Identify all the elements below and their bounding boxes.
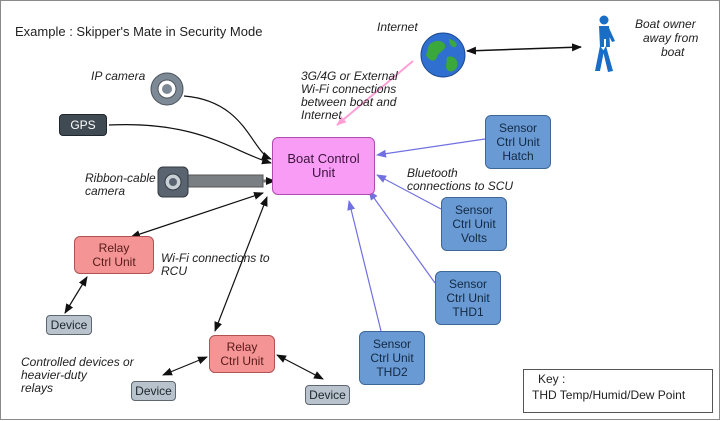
link-relay2-device2: [162, 356, 208, 376]
link-bcu-relay1: [130, 192, 264, 238]
sensor-thd1-line1: Sensor: [448, 277, 488, 291]
sensor-volts-line1: Sensor: [454, 203, 494, 217]
boat-owner-label-line3: boat: [661, 45, 685, 59]
globe-icon: [420, 32, 466, 78]
sensor-ctrl-unit-hatch: Sensor Ctrl Unit Hatch: [485, 115, 551, 169]
key-heading: Key :: [538, 372, 566, 386]
link-internet-bcu: [336, 60, 414, 126]
link-gps-bcu: [108, 124, 272, 165]
bcu-label-line1: Boat Control: [287, 151, 360, 166]
relay2-line2: Ctrl Unit: [220, 354, 264, 368]
connections-3g-label-line4: Internet: [301, 108, 342, 122]
key-entry: THD Temp/Humid/Dew Point: [532, 388, 686, 402]
link-thd1-bcu: [368, 190, 436, 284]
key-box: Key : THD Temp/Humid/Dew Point: [523, 369, 713, 413]
ribbon-cable: [187, 174, 264, 188]
sensor-volts-line3: Volts: [460, 231, 487, 245]
boat-owner-label-line2: away from: [643, 31, 699, 45]
sensor-thd2-line1: Sensor: [372, 337, 412, 351]
sensor-thd2-line2: Ctrl Unit: [370, 351, 414, 365]
ribbon-camera-label-line2: camera: [85, 184, 126, 198]
connections-3g-label-line2: Wi-Fi connections: [301, 82, 397, 96]
link-relay1-device1: [64, 276, 88, 314]
link-hatch-bcu: [376, 138, 486, 158]
ip-camera-label: IP camera: [91, 69, 146, 83]
relay2-line1: Relay: [226, 340, 258, 354]
link-ipcamera-bcu: [183, 95, 272, 160]
relay1-line2: Ctrl Unit: [92, 255, 136, 269]
device-3: Device: [305, 385, 350, 405]
sensor-thd1-line3: THD1: [452, 305, 484, 319]
relay-ctrl-unit-2: Relay Ctrl Unit: [209, 335, 275, 373]
wifi-rcu-label-line1: Wi-Fi connections to: [161, 251, 270, 265]
controlled-devices-label-line1: Controlled devices or: [21, 355, 134, 369]
link-internet-owner: [466, 43, 582, 55]
controlled-devices-label-line2: heavier-duty: [21, 368, 87, 382]
relay-ctrl-unit-1: Relay Ctrl Unit: [74, 236, 154, 274]
sensor-thd2-line3: THD2: [376, 365, 408, 379]
sensor-hatch-line2: Ctrl Unit: [496, 135, 540, 149]
sensor-volts-line2: Ctrl Unit: [452, 217, 496, 231]
ip-camera-icon: [150, 72, 184, 106]
controlled-devices-label-line3: relays: [21, 381, 54, 395]
sensor-ctrl-unit-thd2: Sensor Ctrl Unit THD2: [359, 331, 425, 385]
bcu-label-line2: Unit: [311, 165, 336, 180]
sensor-ctrl-unit-thd1: Sensor Ctrl Unit THD1: [435, 271, 501, 325]
bluetooth-label-line1: Bluetooth: [407, 166, 458, 180]
sensor-hatch-line3: Hatch: [502, 149, 534, 163]
link-volts-bcu: [376, 174, 442, 210]
device-2: Device: [131, 381, 176, 401]
sensor-hatch-line1: Sensor: [498, 121, 538, 135]
gps-unit: GPS: [59, 114, 107, 136]
relay1-line1: Relay: [98, 241, 130, 255]
diagram-title: Example : Skipper's Mate in Security Mod…: [15, 24, 263, 39]
wifi-rcu-label-line2: RCU: [161, 264, 187, 278]
device-1: Device: [46, 315, 92, 335]
connections-3g-label-line1: 3G/4G or External: [301, 69, 398, 83]
bluetooth-label-line2: connections to SCU: [407, 179, 514, 193]
boat-owner-label-line1: Boat owner: [635, 17, 696, 31]
ribbon-camera-label-line1: Ribbon-cable: [85, 171, 156, 185]
ribbon-camera-icon: [157, 166, 189, 198]
sensor-thd1-line2: Ctrl Unit: [446, 291, 490, 305]
link-relay2-device3: [276, 354, 324, 380]
sensor-ctrl-unit-volts: Sensor Ctrl Unit Volts: [441, 197, 507, 251]
link-thd2-bcu: [347, 200, 382, 332]
boat-control-unit: Boat Control Unit: [272, 137, 375, 195]
internet-label: Internet: [377, 20, 418, 34]
walking-person-icon: [595, 15, 615, 72]
link-bcu-relay2: [214, 196, 268, 332]
connections-3g-label-line3: between boat and: [301, 95, 397, 109]
